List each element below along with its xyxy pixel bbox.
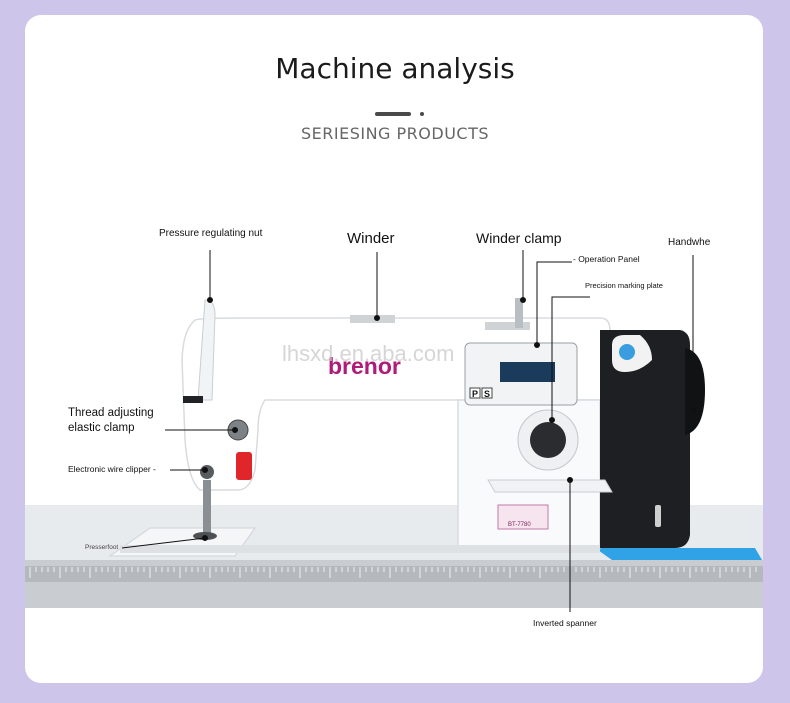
panel-key-s — [481, 387, 493, 399]
watermark: lhsxd.en.aba.com — [282, 341, 454, 366]
panel-letter-p: P — [472, 389, 478, 399]
label-winder: Winder — [347, 230, 395, 247]
brand-logo: brenor — [328, 353, 401, 379]
spanner-bracket — [487, 479, 613, 493]
label-precision-marking-plate: Precision marking plate — [585, 281, 663, 290]
stitch-dial-knob — [530, 422, 566, 458]
model-plate — [497, 504, 549, 530]
precision-plate-dot — [549, 417, 555, 423]
wire-clipper-button — [236, 452, 252, 480]
winder-dot — [374, 315, 380, 321]
label-pressure-regulating-nut: Pressure regulating nut — [159, 228, 263, 239]
motor-slot — [655, 505, 661, 527]
base-shadow — [120, 545, 600, 553]
label-inverted-spanner: Inverted spanner — [533, 618, 597, 628]
thread-post — [515, 298, 523, 328]
handwheel-dot — [690, 407, 696, 413]
power-indicator — [619, 344, 635, 360]
label-presserfoot: Presserfoot — [85, 544, 119, 551]
page-title: Machine analysis — [275, 52, 515, 85]
operation-panel-dot — [534, 342, 540, 348]
model-plate-text: BT-7780 — [508, 522, 531, 528]
presserfoot-dot — [202, 535, 208, 541]
winder-hardware — [350, 315, 395, 323]
panel-letter-s: S — [484, 389, 490, 399]
page-subtitle: SERIESING PRODUCTS — [300, 124, 490, 143]
title-underline — [375, 112, 411, 116]
head-lever — [183, 396, 203, 403]
label-operation-panel: - Operation Panel — [573, 254, 640, 264]
wire-clipper-dot — [202, 467, 208, 473]
presserfoot-leader — [121, 537, 206, 549]
panel-key-p — [469, 387, 481, 399]
pressure-nut-dot — [207, 297, 213, 303]
title-underline-dot — [420, 112, 424, 116]
handwheel — [685, 348, 705, 435]
operation-panel-leader — [536, 261, 572, 345]
winder-clamp-dot — [520, 297, 526, 303]
label-thread-adjusting: Thread adjusting elastic clamp — [68, 407, 154, 434]
needle-bar — [203, 480, 211, 535]
motor-housing — [600, 330, 690, 548]
label-handwheel: Handwhe — [668, 237, 711, 248]
precision-plate-leader — [551, 296, 590, 420]
thread-adjust-dot — [232, 427, 238, 433]
ruler-strip — [25, 566, 763, 582]
blue-tray — [595, 548, 762, 560]
spanner-dot — [567, 477, 573, 483]
panel-display — [500, 362, 555, 382]
label-electronic-wire-clipper: Electronic wire clipper - — [68, 464, 156, 474]
winder-clamp-hardware — [485, 322, 530, 330]
label-winder-clamp: Winder clamp — [476, 230, 562, 246]
